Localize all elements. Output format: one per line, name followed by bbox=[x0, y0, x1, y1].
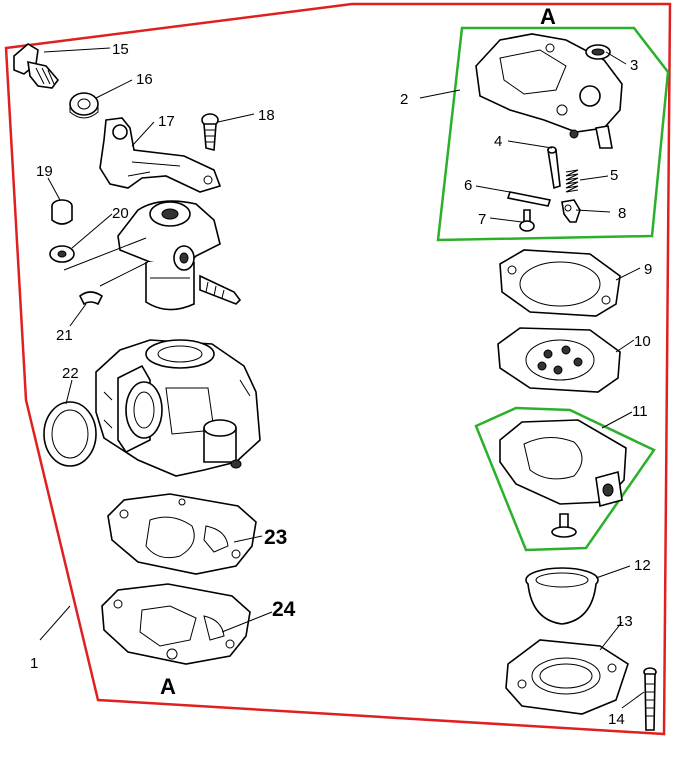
callout-13: 13 bbox=[616, 613, 633, 630]
section-mark-top: A bbox=[540, 4, 556, 29]
part-16-nut bbox=[69, 92, 99, 119]
callout-10: 10 bbox=[634, 333, 651, 350]
callout-16: 16 bbox=[136, 71, 153, 88]
callout-2: 2 bbox=[400, 91, 408, 108]
callout-21: 21 bbox=[56, 327, 73, 344]
part-18-screw bbox=[201, 113, 219, 152]
part-8-lever bbox=[561, 199, 581, 223]
part-3-cap bbox=[585, 44, 611, 60]
callout-1: 1 bbox=[30, 655, 38, 672]
part-12-primer-bulb bbox=[525, 567, 599, 625]
callout-15: 15 bbox=[112, 41, 129, 58]
callout-12: 12 bbox=[634, 557, 651, 574]
callout-7: 7 bbox=[478, 211, 486, 228]
callout-17: 17 bbox=[158, 113, 175, 130]
callout-18: 18 bbox=[258, 107, 275, 124]
callout-11: 11 bbox=[632, 403, 648, 420]
part-5-spring bbox=[565, 169, 579, 193]
throttle-assembly bbox=[63, 200, 242, 311]
callout-23: 23 bbox=[264, 526, 287, 549]
part-15-fitting bbox=[13, 43, 60, 89]
part-13-retainer-plate bbox=[505, 639, 629, 715]
group-outline-middle bbox=[474, 406, 656, 552]
part-14-long-screw bbox=[643, 667, 657, 731]
callout-6: 6 bbox=[464, 177, 472, 194]
part-7-screw bbox=[519, 209, 535, 232]
callout-8: 8 bbox=[618, 205, 626, 222]
carburetor-body bbox=[95, 339, 261, 477]
part-2-pump-cover bbox=[475, 33, 623, 149]
callout-24: 24 bbox=[272, 598, 296, 621]
leader-lines bbox=[39, 47, 645, 709]
callout-4: 4 bbox=[494, 133, 502, 150]
part-9-gasket bbox=[499, 249, 621, 317]
part-22-oring bbox=[43, 401, 97, 467]
part-6-pin bbox=[506, 191, 552, 207]
callout-22: 22 bbox=[62, 365, 79, 382]
part-20-washer bbox=[49, 245, 75, 263]
part-24-gasket bbox=[101, 583, 251, 665]
callout-9: 9 bbox=[644, 261, 652, 278]
part-10-diaphragm bbox=[497, 327, 621, 393]
part-4-needle bbox=[547, 146, 561, 190]
section-mark-bottom: A bbox=[160, 674, 176, 699]
part-19-plug bbox=[51, 199, 73, 225]
part-21-clip bbox=[78, 291, 104, 306]
callout-3: 3 bbox=[630, 57, 638, 74]
callout-19: 19 bbox=[36, 163, 53, 180]
part-11-inlet-needle bbox=[551, 513, 577, 538]
part-23-gasket bbox=[107, 493, 257, 575]
part-11-metering-body bbox=[499, 419, 627, 508]
callout-5: 5 bbox=[610, 167, 618, 184]
kit-outline bbox=[4, 2, 672, 736]
group-outline-top bbox=[436, 26, 670, 242]
callout-20: 20 bbox=[112, 205, 129, 222]
part-17-lever bbox=[99, 117, 222, 193]
callout-14: 14 bbox=[608, 711, 625, 728]
